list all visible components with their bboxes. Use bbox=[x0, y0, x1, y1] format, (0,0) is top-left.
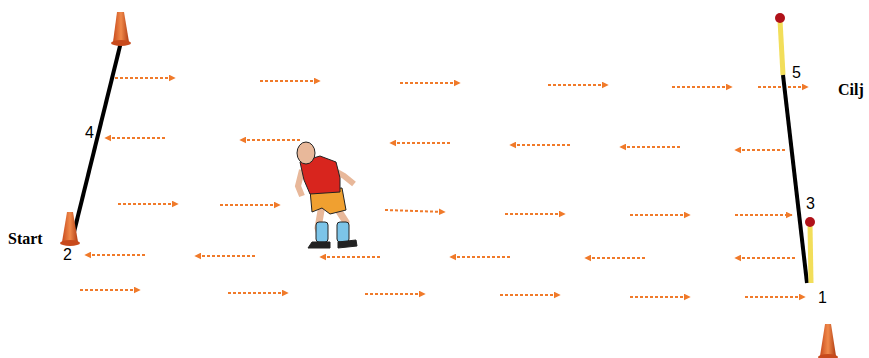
cone-body bbox=[62, 212, 78, 242]
run-arrow bbox=[195, 255, 255, 257]
run-arrow bbox=[672, 86, 732, 88]
cone bbox=[60, 212, 80, 246]
player-boot bbox=[338, 240, 357, 248]
run-arrow bbox=[620, 146, 680, 148]
run-arrow bbox=[115, 77, 175, 79]
run-arrow bbox=[240, 139, 300, 141]
player-sock bbox=[337, 222, 349, 242]
run-arrow bbox=[505, 213, 565, 215]
run-arrow bbox=[220, 204, 280, 206]
run-arrow bbox=[548, 84, 608, 86]
pole-top bbox=[775, 13, 785, 23]
run-arrow bbox=[365, 293, 425, 295]
run-arrow bbox=[260, 80, 320, 82]
player-arm bbox=[298, 170, 302, 196]
run-arrow bbox=[400, 82, 460, 84]
run-arrow bbox=[80, 289, 140, 291]
cone bbox=[818, 324, 838, 358]
callout-number: 3 bbox=[806, 196, 815, 212]
run-arrow bbox=[630, 296, 690, 298]
cone-body bbox=[820, 324, 836, 356]
run-arrows bbox=[80, 78, 808, 297]
cone-base bbox=[111, 40, 131, 46]
run-arrow bbox=[630, 214, 690, 216]
run-arrow bbox=[735, 257, 795, 259]
run-arrow bbox=[585, 257, 645, 259]
player-sock bbox=[316, 222, 328, 242]
finish-line bbox=[783, 75, 807, 283]
run-arrow bbox=[85, 254, 145, 256]
run-arrow bbox=[450, 256, 510, 258]
cone bbox=[111, 12, 131, 46]
player-head bbox=[297, 142, 315, 164]
callout-number: 2 bbox=[63, 247, 72, 263]
run-arrow bbox=[118, 203, 178, 205]
pole-yellow bbox=[810, 224, 811, 283]
run-arrow bbox=[735, 149, 785, 151]
place-label: Cilj bbox=[838, 82, 864, 98]
place-label: Start bbox=[8, 231, 43, 247]
run-arrow bbox=[228, 292, 288, 294]
player-boot bbox=[308, 242, 330, 248]
cone-body bbox=[113, 12, 129, 42]
callout-number: 4 bbox=[85, 125, 94, 141]
run-arrow bbox=[510, 144, 570, 146]
start-line bbox=[74, 42, 121, 232]
pole-top bbox=[805, 217, 815, 227]
run-arrow bbox=[385, 210, 445, 212]
run-arrow bbox=[390, 142, 450, 144]
pole-yellow bbox=[780, 20, 783, 75]
player bbox=[297, 142, 357, 248]
run-arrow bbox=[320, 256, 380, 258]
callout-number: 5 bbox=[792, 65, 801, 81]
cone-base bbox=[60, 240, 80, 246]
run-arrow bbox=[745, 296, 805, 298]
run-arrow bbox=[500, 294, 560, 296]
run-arrow bbox=[735, 214, 792, 216]
cone-base bbox=[818, 354, 838, 358]
callout-number: 1 bbox=[818, 290, 827, 306]
run-arrow bbox=[105, 137, 165, 139]
